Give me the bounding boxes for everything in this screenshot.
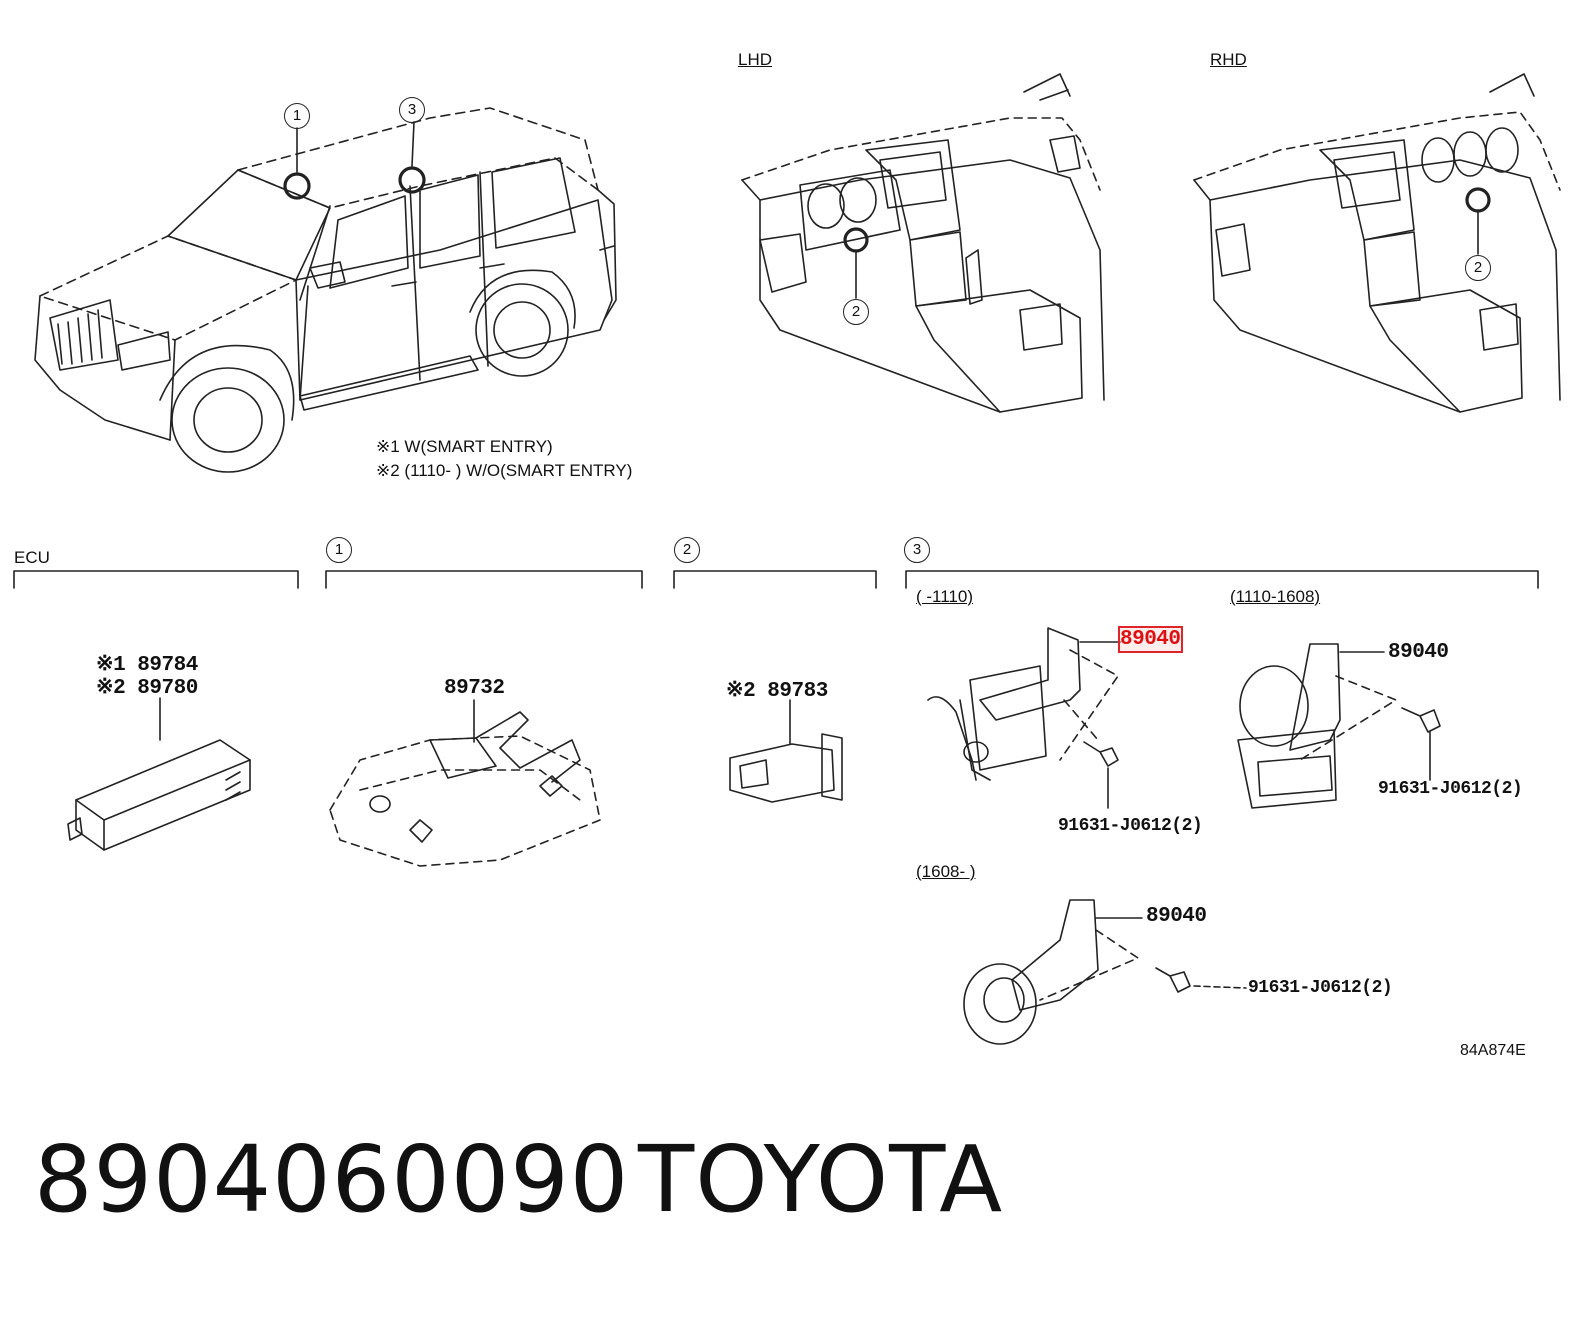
bolt-part-a[interactable]: 91631-J0612(2) (1058, 816, 1203, 836)
callout-2-lhd: 2 (843, 299, 869, 325)
ecu-part-smart-entry[interactable]: ※1 89784 (96, 654, 198, 677)
bracket-assembly-a-illustration (927, 627, 1121, 809)
switch-module-illustration (729, 699, 843, 803)
footer-part-number: 8904060090 (34, 1126, 630, 1233)
ecu-part-no-smart-entry[interactable]: ※2 89780 (96, 677, 198, 700)
section-3-marker: 3 (904, 537, 930, 563)
bolt-part-b[interactable]: 91631-J0612(2) (1378, 779, 1523, 799)
rhd-dashboard-illustration (1193, 73, 1561, 413)
section-2-marker: 2 (674, 537, 700, 563)
lhd-dashboard-illustration (741, 73, 1105, 413)
section-ecu-header: ECU (14, 548, 50, 567)
range-a-label: ( -1110) (916, 587, 974, 606)
bolt-part-c[interactable]: 91631-J0612(2) (1248, 978, 1393, 998)
bracket-assembly-c-illustration (963, 899, 1247, 1045)
section-brackets (13, 570, 1539, 589)
overhead-console-illustration (329, 699, 601, 867)
ecu-module-illustration (67, 697, 251, 851)
rhd-label: RHD (1210, 50, 1247, 69)
note-no-smart-entry: ※2 (1110- ) W/O(SMART ENTRY) (376, 461, 633, 480)
note-smart-entry: ※1 W(SMART ENTRY) (376, 437, 553, 456)
switch-module-part[interactable]: ※2 89783 (726, 680, 828, 703)
lhd-label: LHD (738, 50, 773, 69)
vehicle-illustration (34, 107, 617, 473)
section-1-marker: 1 (326, 537, 352, 563)
callout-3: 3 (399, 97, 425, 123)
footer-brand: TOYOTA (638, 1126, 1004, 1233)
part-89040-b[interactable]: 89040 (1388, 641, 1449, 664)
callout-1: 1 (284, 103, 310, 129)
callout-2-rhd: 2 (1465, 255, 1491, 281)
range-c-label: (1608- ) (916, 862, 976, 881)
range-b-label: (1110-1608) (1230, 587, 1321, 606)
figure-code: 84A874E (1460, 1042, 1526, 1059)
bracket-assembly-b-illustration (1237, 643, 1441, 809)
part-89040-highlighted[interactable]: 89040 (1118, 626, 1183, 653)
part-89040-c[interactable]: 89040 (1146, 905, 1207, 928)
overhead-console-part[interactable]: 89732 (444, 677, 505, 700)
